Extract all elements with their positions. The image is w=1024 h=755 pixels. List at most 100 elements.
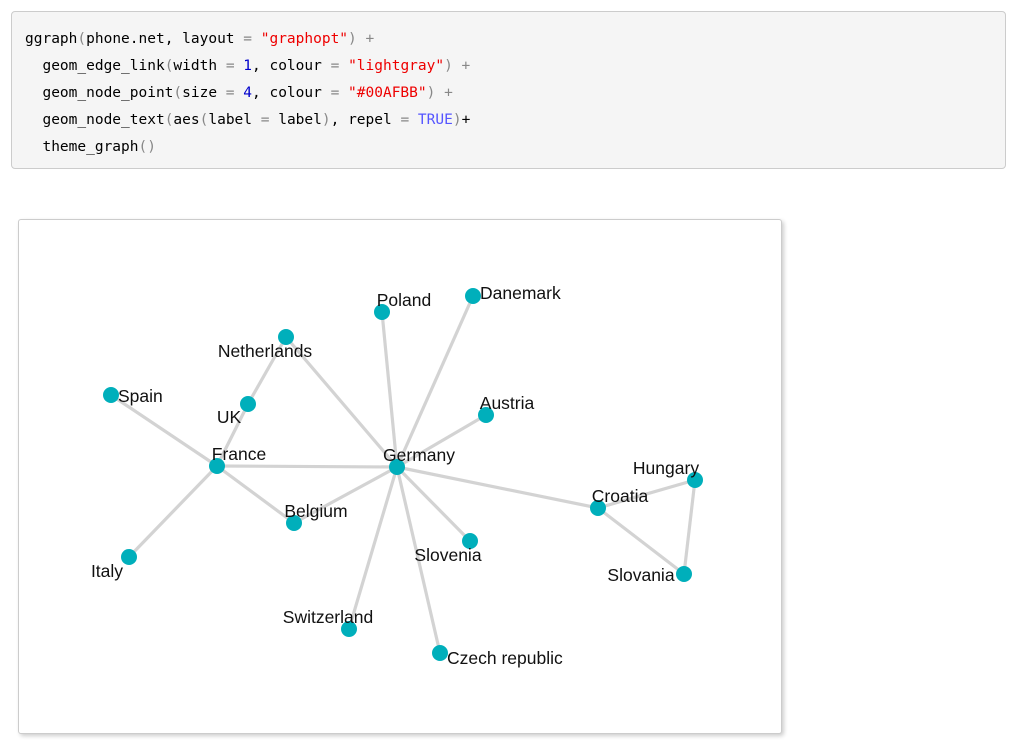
code-line: theme_graph() [25,134,992,161]
graph-node [465,288,481,304]
node-label: Hungary [633,458,699,478]
code-token: geom_edge_link [25,58,165,74]
code-token: ( [164,112,174,128]
code-token: = [330,58,340,74]
code-token: , repel [330,112,401,128]
code-line: geom_node_text(aes(label = label), repel… [25,107,992,134]
code-token: ggraph [25,31,78,47]
code-token: size [182,85,226,101]
node-label: Danemark [480,283,561,303]
graph-edge [396,413,487,469]
graph-edge [597,478,696,510]
graph-node [676,566,692,582]
code-token: = [400,112,410,128]
code-token: () [138,139,156,155]
code-token: ( [173,85,183,101]
code-block: ggraph(phone.net, layout = "graphopt") +… [11,11,1006,169]
graph-node [432,645,448,661]
graph-edge [293,465,398,525]
code-token: geom_node_point [25,85,174,101]
code-token: + [356,31,375,47]
graph-edge [395,466,442,654]
graph-node [121,549,137,565]
graph-node [103,387,119,403]
code-token: geom_node_text [25,112,165,128]
graph-edge [215,403,250,467]
code-token: + [452,58,471,74]
code-token: "graphopt" [260,31,349,47]
code-token: ( [77,31,87,47]
code-token: , colour [252,58,331,74]
code-token: ) [452,112,462,128]
code-token: ) [321,112,331,128]
node-label: Germany [383,445,455,465]
graph-edge [127,464,219,559]
code-line: geom_edge_link(width = 1, colour = "ligh… [25,53,992,80]
graph-edge [380,311,399,468]
graph-edge [395,295,475,468]
graph-edge [246,336,288,405]
code-token: = [243,31,252,47]
graph-node [590,500,606,516]
code-token: 1 [243,58,253,74]
node-label: Croatia [592,486,649,506]
code-token: , colour [252,85,331,101]
code-token: "lightgray" [348,58,445,74]
node-label: Spain [118,386,163,406]
code-token: TRUE [417,112,453,128]
graph-edge [682,479,697,575]
code-token: = [330,85,340,101]
code-token [252,31,261,47]
node-label: France [212,444,266,464]
code-token: = [225,85,235,101]
code-token: ) [426,85,436,101]
graph-node [687,472,703,488]
graph-node [278,329,294,345]
graph-edge [597,506,685,576]
graph-node [462,533,478,549]
code-token: ( [199,112,209,128]
node-label: Slovenia [414,545,481,565]
code-line: ggraph(phone.net, layout = "graphopt") + [25,26,992,53]
node-label: Poland [377,290,432,310]
code-token [339,58,348,74]
node-label: Netherlands [218,341,313,361]
code-token: label [269,112,322,128]
code-token: ( [164,58,174,74]
node-label: Slovania [607,565,674,585]
code-token [235,58,244,74]
graph-node [389,459,405,475]
node-label: Belgium [284,501,347,521]
code-token [235,85,244,101]
node-label: Czech republic [447,648,563,668]
code-token: ) [348,31,357,47]
node-label: UK [217,407,242,427]
node-label: Switzerland [283,607,373,627]
code-token: ) [444,58,453,74]
graph-edge [216,464,398,469]
code-token: + [435,85,453,101]
code-token: aes [173,112,200,128]
graph-edge [284,335,399,469]
code-token [409,112,418,128]
code-token: = [225,58,235,74]
graph-edge [395,465,472,543]
code-token: "#00AFBB" [348,85,427,101]
graph-node [209,458,225,474]
graph-edge [347,466,399,630]
code-token [339,85,348,101]
code-token: 4 [243,85,252,101]
graph-edge [216,464,295,525]
graph-node [341,621,357,637]
code-token: width [173,58,226,74]
code-token: label [208,112,261,128]
node-label: Austria [480,393,535,413]
code-line: geom_node_point(size = 4, colour = "#00A… [25,80,992,107]
graph-node [478,407,494,423]
code-token: theme_graph [25,139,139,155]
graph-edge [110,393,218,468]
code-token: = [260,112,270,128]
graph-edge [396,465,599,510]
